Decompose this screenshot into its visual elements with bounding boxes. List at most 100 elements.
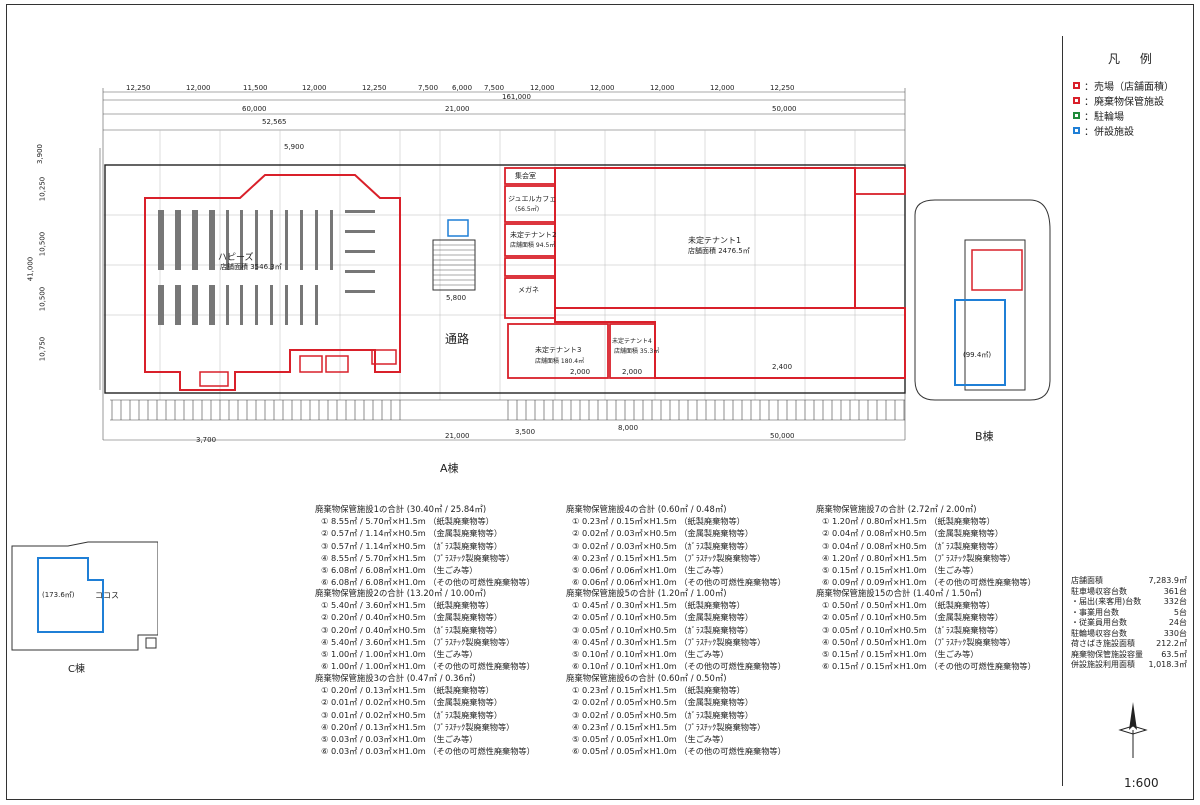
waste-item: ⑥ 0.05㎡ / 0.05㎡×H1.0m （その他の可燃性廃棄物等） [572,746,786,757]
passage-label: 通路 [445,332,470,346]
drawing-frame [6,4,1194,800]
waste-block-4: 廃棄物保管施設4の合計 (0.60㎡ / 0.48㎡) ① 0.23㎡ / 0.… [566,503,786,588]
waste-item: ② 0.02㎡ / 0.05㎡×H0.5m （金属製廃棄物等） [572,697,754,708]
dim-2000-b: 2,000 [622,368,643,376]
waste-item: ① 0.20㎡ / 0.13㎡×H1.5m （紙製廃棄物等） [321,685,494,696]
waste-item: ① 0.45㎡ / 0.30㎡×H1.5m （紙製廃棄物等） [572,600,745,611]
waste-item: ④ 0.45㎡ / 0.30㎡×H1.5m （ﾌﾟﾗｽﾁｯｸ製廃棄物等） [572,636,766,647]
summary-value: 5台 [1173,607,1187,617]
waste-item: ⑥ 1.00㎡ / 1.00㎡×H1.0m （その他の可燃性廃棄物等） [321,661,535,672]
tenant4-area: 店舗面積 35.3㎡ [614,348,660,355]
dim-top-10: 12,000 [590,84,615,92]
dim-top-3: 11,500 [243,84,268,92]
jewel-cafe-area: (56.5㎡) [515,206,540,213]
cocos-label: ココス [95,591,119,600]
summary-value: 361台 [1163,586,1187,596]
tenant2-area: 店舗面積 94.5㎡ [510,242,556,249]
waste-block-2: 廃棄物保管施設2の合計 (13.20㎡ / 10.00㎡) ① 5.40㎡ / … [315,587,535,672]
waste-item: ⑤ 0.10㎡ / 0.10㎡×H1.0m （生ごみ等） [572,649,729,660]
waste-item: ② 0.01㎡ / 0.02㎡×H0.5m （金属製廃棄物等） [321,697,503,708]
dim-3500: 3,500 [515,428,536,436]
north-arrow-icon [1118,702,1148,758]
summary-value: 7,283.9㎡ [1148,576,1187,585]
waste-block-7: 廃棄物保管施設7の合計 (2.72㎡ / 2.00㎡) ① 1.20㎡ / 0.… [816,503,1036,588]
dim-2000-a: 2,000 [570,368,591,376]
summary-label: 駐輪場収容台数 [1071,628,1127,638]
waste-block-header: 廃棄物保管施設15の合計 (1.40㎡ / 1.50㎡) [816,588,982,598]
summary-value: 24台 [1168,618,1187,627]
dim-left-5: 10,500 [38,286,47,312]
dim-top-2: 12,000 [186,84,211,92]
waste-block-header: 廃棄物保管施設6の合計 (0.60㎡ / 0.50㎡) [566,673,727,683]
dim-8000: 8,000 [618,424,639,432]
legend-label: ：廃棄物保管施設 [1084,97,1164,108]
summary-label: ・従業員用台数 [1071,618,1127,627]
dim-top-7: 6,000 [452,84,473,92]
summary-label: ・届出(来客用)台数 [1071,597,1142,606]
waste-item: ④ 8.55㎡ / 5.70㎡×H1.5m （ﾌﾟﾗｽﾁｯｸ製廃棄物等） [321,552,515,563]
waste-item: ② 0.05㎡ / 0.10㎡×H0.5m （金属製廃棄物等） [572,612,754,623]
dim-top-5: 12,250 [362,84,387,92]
waste-item: ⑤ 0.15㎡ / 0.15㎡×H1.0m （生ごみ等） [822,565,979,576]
dim-50000-top: 50,000 [772,105,797,113]
waste-item: ③ 0.20㎡ / 0.40㎡×H0.5m （ｶﾞﾗｽ製廃棄物等） [321,624,503,635]
waste-item: ④ 0.23㎡ / 0.15㎡×H1.5m （ﾌﾟﾗｽﾁｯｸ製廃棄物等） [572,721,766,732]
b-building-area: (99.4㎡) [963,351,992,359]
dim-5900: 5,900 [284,143,305,151]
dim-left-1: 3,900 [36,143,45,165]
site-plan [99,88,1051,441]
waste-item: ⑤ 0.15㎡ / 0.15㎡×H1.0m （生ごみ等） [822,649,979,660]
waste-item: ⑤ 0.06㎡ / 0.06㎡×H1.0m （生ごみ等） [572,565,729,576]
dim-left-6: 10,750 [38,336,47,362]
dim-50000-bottom: 50,000 [770,432,795,440]
haseizu-area: 店舗面積 3546.3㎡ [220,263,282,271]
summary-value: 212.2㎡ [1156,639,1187,648]
tenant3-label: 未定テナント3 [535,346,582,354]
waste-item: ④ 5.40㎡ / 3.60㎡×H1.5m （ﾌﾟﾗｽﾁｯｸ製廃棄物等） [321,636,515,647]
dim-top-8: 7,500 [484,84,505,92]
summary-row: 廃棄物保管施設容量 63.5㎡ [1071,650,1187,661]
waste-item: ① 0.23㎡ / 0.15㎡×H1.5m （紙製廃棄物等） [572,516,745,527]
summary-label: 廃棄物保管施設容量 [1071,649,1143,659]
waste-block-header: 廃棄物保管施設2の合計 (13.20㎡ / 10.00㎡) [315,588,487,598]
legend-item-sales-floor: ：売場（店舗面積） [1073,78,1174,93]
assembly-room-label: 集会室 [515,172,536,180]
waste-item: ⑤ 6.08㎡ / 6.08㎡×H1.0m （生ごみ等） [321,565,478,576]
dim-52565: 52,565 [262,118,287,126]
waste-item: ② 0.20㎡ / 0.40㎡×H0.5m （金属製廃棄物等） [321,612,503,623]
summary-value: 63.5㎡ [1161,649,1187,659]
tenant1-label: 未定テナント1 [688,236,742,245]
legend-label: ：併設施設 [1084,127,1134,138]
legend-item-annex: ：併設施設 [1073,123,1134,138]
dim-top-1: 12,250 [126,84,151,92]
waste-item: ③ 0.57㎡ / 1.14㎡×H0.5m （ｶﾞﾗｽ製廃棄物等） [321,540,503,551]
haseizu-label: ハピーズ [218,253,254,263]
summary-label: 併設施設利用面積 [1071,660,1135,669]
waste-item: ⑤ 1.00㎡ / 1.00㎡×H1.0m （生ごみ等） [321,649,478,660]
summary-value: 330台 [1163,628,1187,638]
waste-item: ④ 0.20㎡ / 0.13㎡×H1.5m （ﾌﾟﾗｽﾁｯｸ製廃棄物等） [321,721,515,732]
waste-block-header: 廃棄物保管施設1の合計 (30.40㎡ / 25.84㎡) [315,504,487,514]
waste-item: ① 1.20㎡ / 0.80㎡×H1.5m （紙製廃棄物等） [822,516,995,527]
tenant1-area: 店舗面積 2476.5㎡ [688,247,750,255]
building-b-label: B棟 [975,430,994,443]
waste-item: ② 0.57㎡ / 1.14㎡×H0.5m （金属製廃棄物等） [321,528,503,539]
legend-item-waste: ：廃棄物保管施設 [1073,93,1164,108]
dim-top-6: 7,500 [418,84,439,92]
waste-item: ④ 1.20㎡ / 0.80㎡×H1.5m （ﾌﾟﾗｽﾁｯｸ製廃棄物等） [822,552,1016,563]
waste-block-5: 廃棄物保管施設5の合計 (1.20㎡ / 1.00㎡) ① 0.45㎡ / 0.… [566,587,786,672]
dim-top-11: 12,000 [650,84,675,92]
waste-item: ① 0.23㎡ / 0.15㎡×H1.5m （紙製廃棄物等） [572,685,745,696]
waste-item: ① 0.50㎡ / 0.50㎡×H1.0m （紙製廃棄物等） [822,600,995,611]
waste-item: ⑤ 0.05㎡ / 0.05㎡×H1.0m （生ごみ等） [572,734,729,745]
waste-item: ③ 0.01㎡ / 0.02㎡×H0.5m （ｶﾞﾗｽ製廃棄物等） [321,709,503,720]
waste-item: ① 8.55㎡ / 5.70㎡×H1.5m （紙製廃棄物等） [321,516,494,527]
waste-item: ⑥ 6.08㎡ / 6.08㎡×H1.0m （その他の可燃性廃棄物等） [321,577,535,588]
waste-item: ② 0.05㎡ / 0.10㎡×H0.5m （金属製廃棄物等） [822,612,1004,623]
building-a-label: A棟 [440,462,459,475]
